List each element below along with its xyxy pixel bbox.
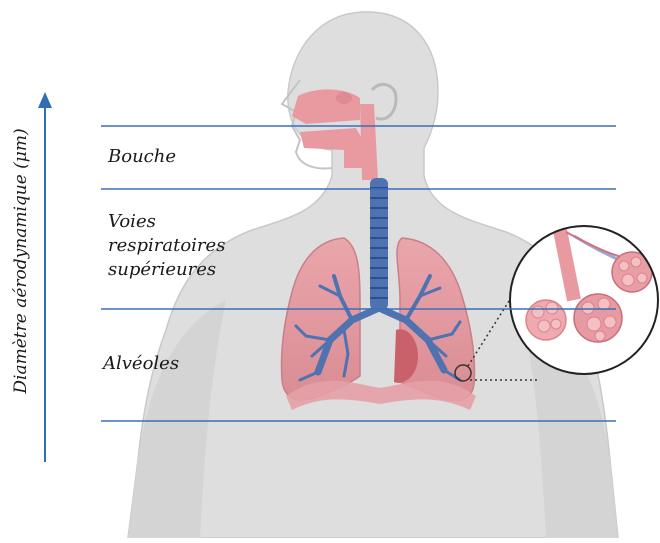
label-voies-line3: supérieures xyxy=(108,258,216,281)
axis-title: Diamètre aérodynamique (μm) xyxy=(11,101,31,421)
tonsil xyxy=(336,92,352,104)
alveoli-inset xyxy=(510,226,658,374)
label-alveoles: Alvéoles xyxy=(103,352,179,375)
label-bouche: Bouche xyxy=(108,145,176,168)
axis-arrow xyxy=(38,92,52,462)
trachea xyxy=(370,178,388,310)
label-voies-line1: Voies xyxy=(108,210,156,233)
label-voies-line2: respiratoires xyxy=(108,234,225,257)
